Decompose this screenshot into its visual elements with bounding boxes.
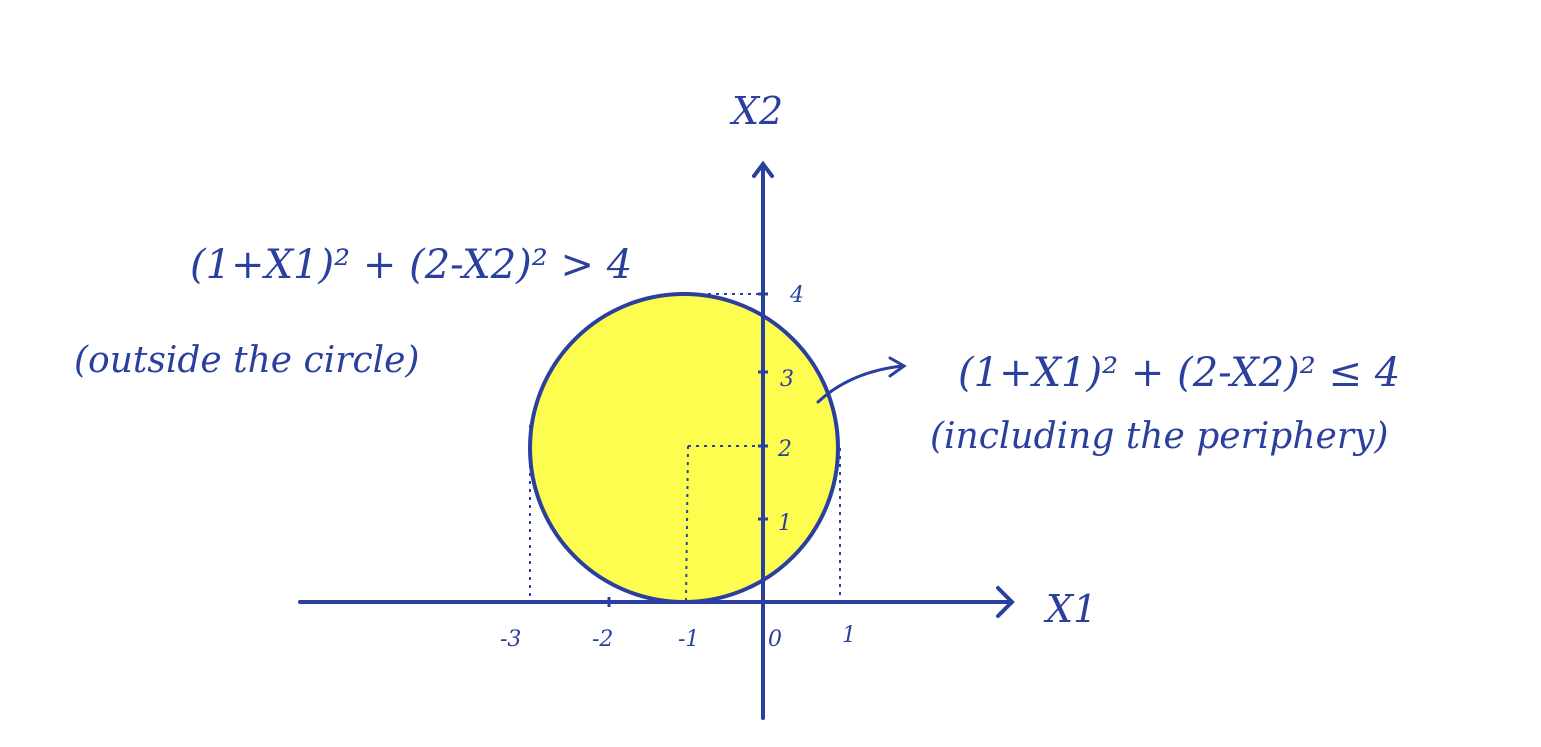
outside-equation: (1+X1)² + (2-X2)² > 4 <box>190 242 632 288</box>
y-axis-label: X2 <box>729 89 783 133</box>
outside-note: (outside the circle) <box>74 340 419 381</box>
pointer-arrow-icon <box>816 364 904 404</box>
x-tick-label-neg3: -3 <box>500 627 521 652</box>
guide-center-vertical <box>685 445 689 601</box>
guide-lines <box>529 293 841 601</box>
y-tick-labels: 1 2 3 4 <box>777 283 804 536</box>
x-tick-label-neg1: -1 <box>678 627 699 652</box>
y-tick-label-4: 4 <box>789 283 804 308</box>
inside-equation: (1+X1)² + (2-X2)² ≤ 4 <box>958 350 1400 396</box>
inside-note: (including the periphery) <box>930 416 1388 457</box>
tick-marks <box>607 292 768 607</box>
y-axis-arrow-icon <box>752 160 774 178</box>
x-tick-label-neg2: -2 <box>592 627 613 652</box>
y-tick-label-2: 2 <box>777 437 792 462</box>
axes <box>298 160 1015 720</box>
y-tick-label-1: 1 <box>778 511 792 536</box>
x-tick-label-0: 0 <box>768 627 782 652</box>
pointer-arrowhead-icon <box>888 356 907 378</box>
x-tick-labels: -3 -2 -1 0 1 <box>500 623 856 652</box>
x-tick-label-1: 1 <box>842 623 856 648</box>
x-axis-arrow-icon <box>996 586 1015 618</box>
y-tick-label-3: 3 <box>780 367 794 392</box>
x-axis-label: X1 <box>1043 587 1097 631</box>
